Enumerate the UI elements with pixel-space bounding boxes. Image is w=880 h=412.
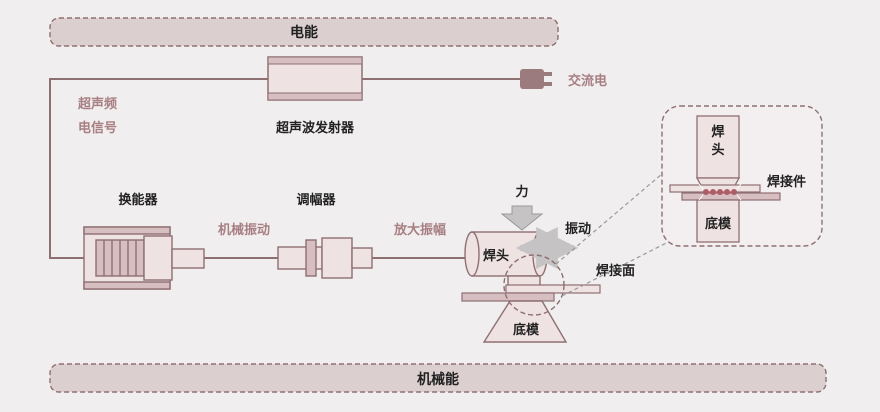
generator-label: 超声波发射器 [276,120,355,136]
zoom-line-lower [561,235,681,297]
mechanical-vibration-label: 机械振动 [218,222,270,238]
force-label: 力 [515,184,528,200]
inset-detail: 焊 头 底模 焊接件 [661,105,823,247]
inset-horn-label-line2: 头 [711,142,724,158]
zoom-line-upper [555,161,677,265]
mechanical-energy-bar: 机械能 [49,363,827,393]
inset-workpiece-label: 焊接件 [767,174,806,190]
weld-surface-label: 焊接面 [596,263,635,279]
signal-wire [49,78,520,259]
transducer-label: 换能器 [118,192,158,208]
horn-label: 焊头 [483,248,509,264]
electric-energy-label: 电能 [290,24,318,41]
ac-power-label: 交流电 [568,73,607,89]
spark-lines [698,183,742,201]
workpiece-plates [461,284,601,302]
weld-spark-icon [703,189,737,195]
ultrasonic-signal-label-1: 超声频 [78,96,117,112]
anvil [482,300,568,343]
zoom-circle [503,254,565,316]
transducer [83,226,205,290]
vibration-label: 振动 [565,221,591,237]
amplified-amplitude-label: 放大振幅 [393,222,446,238]
plug-icon [520,69,552,89]
anvil-label: 底模 [513,322,540,338]
ultrasonic-signal-label-2: 电信号 [78,120,117,136]
mechanical-energy-label: 机械能 [417,371,459,388]
booster [277,237,373,279]
electric-energy-bar: 电能 [49,17,559,47]
ultrasonic-generator [267,56,363,101]
inset-horn-label-line1: 焊 [711,124,724,140]
inset-anvil-label: 底模 [705,216,732,232]
force-arrow-icon [500,205,544,231]
booster-label: 调幅器 [296,192,336,208]
